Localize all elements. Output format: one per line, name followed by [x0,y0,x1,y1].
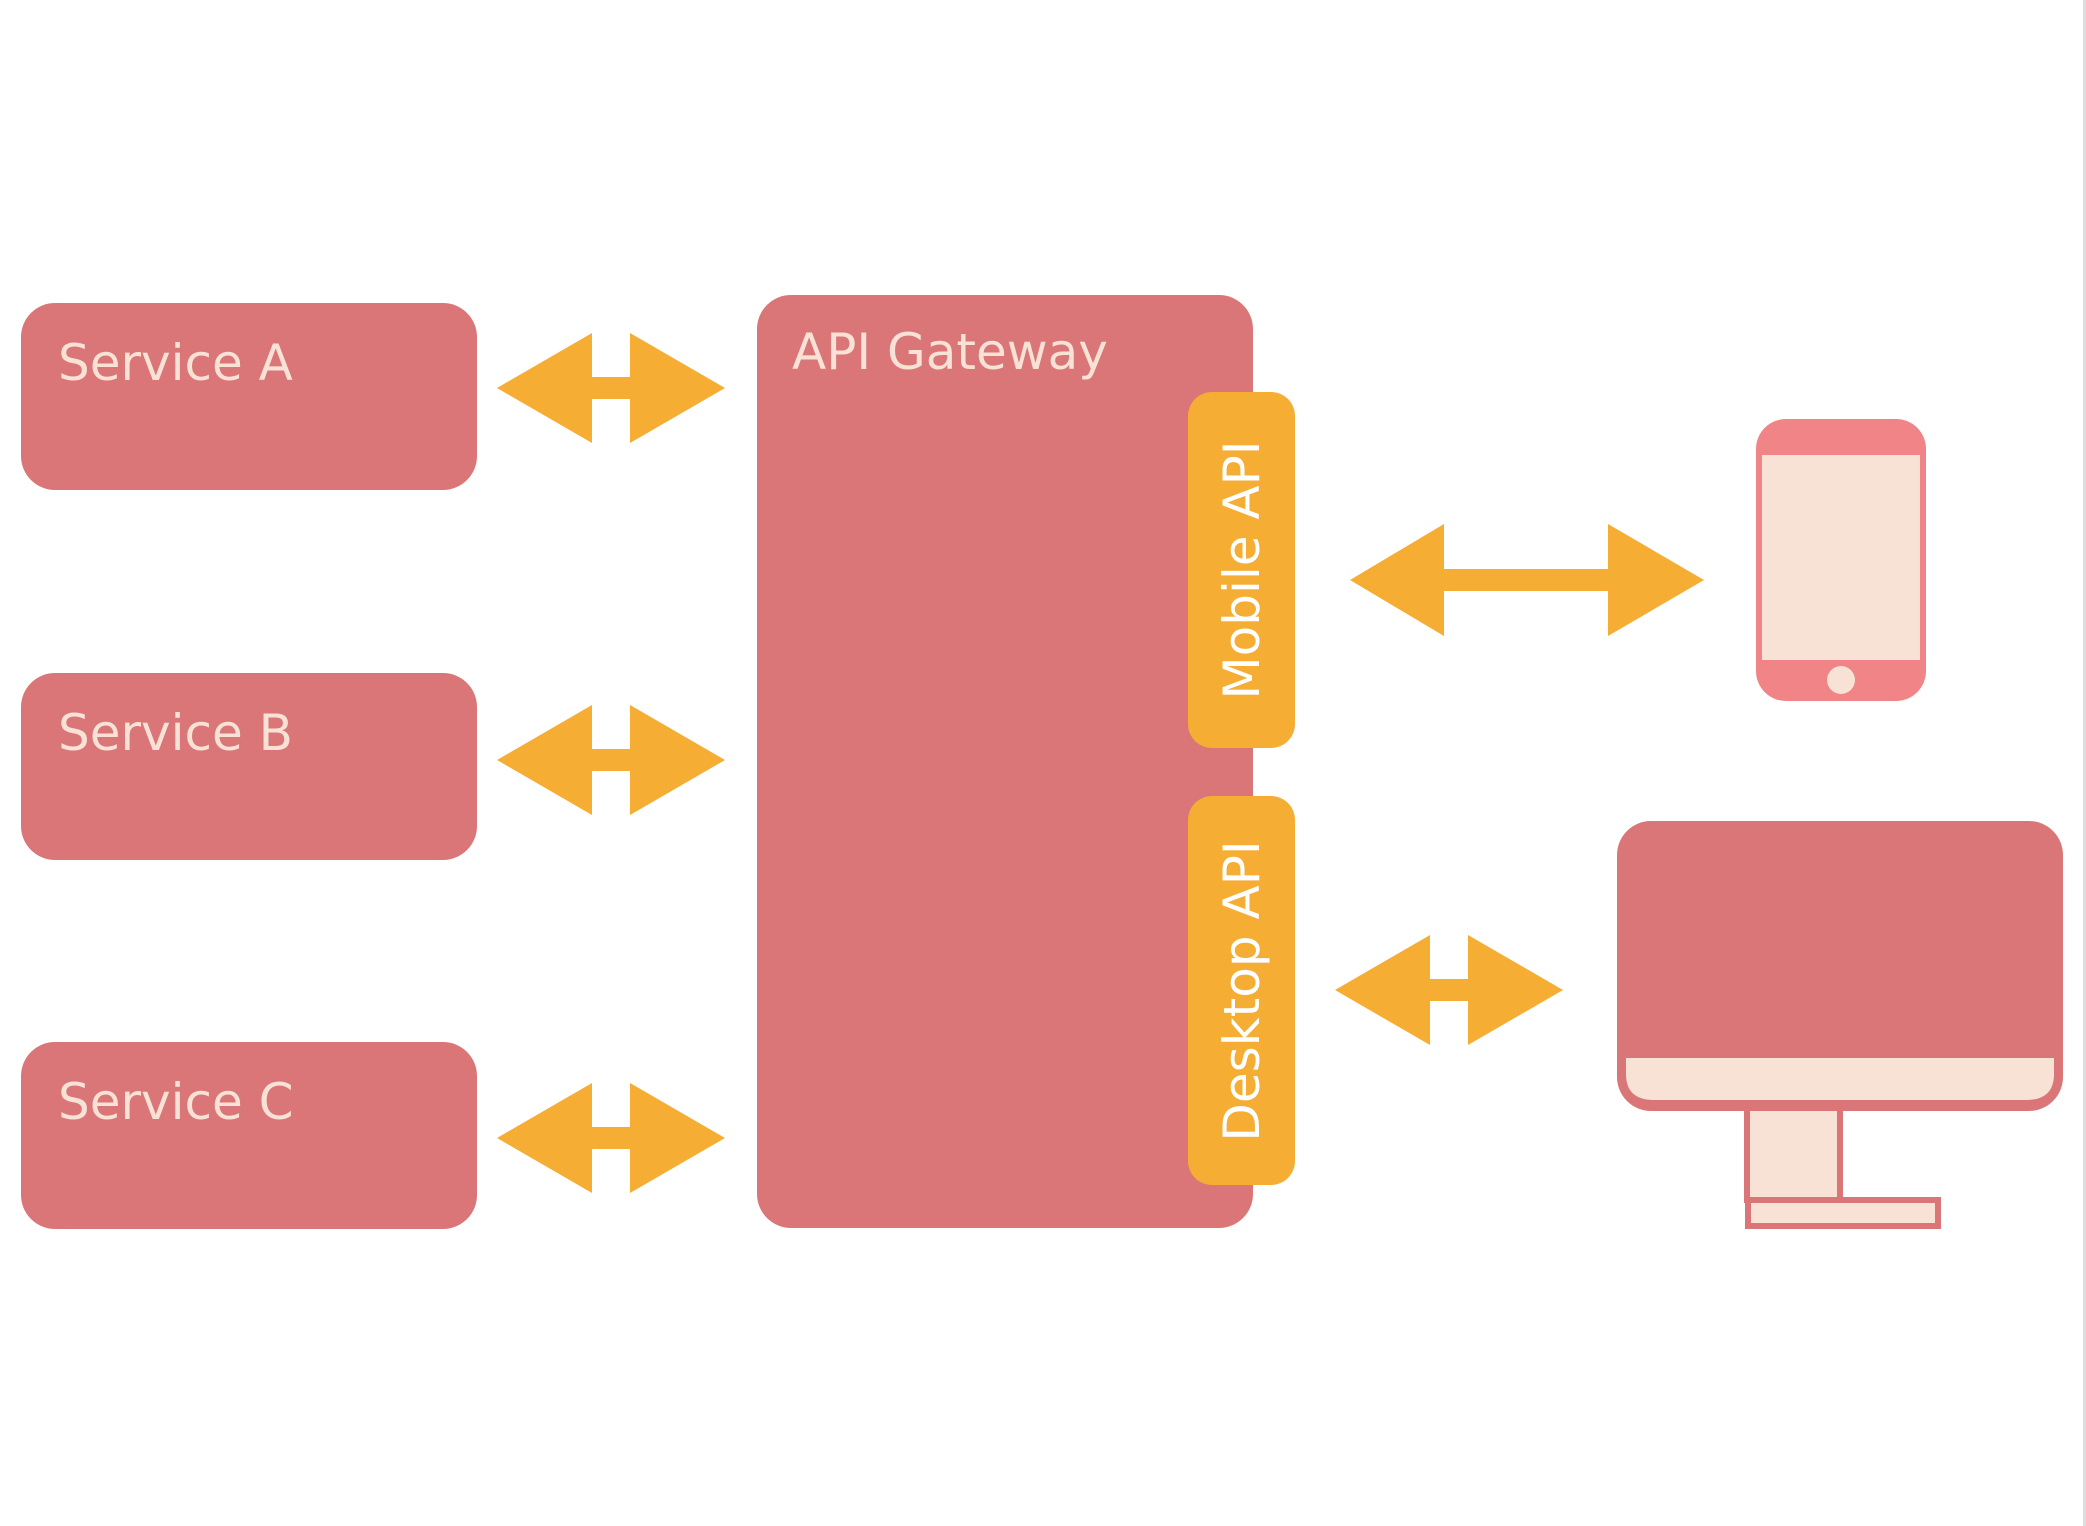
desktop-api-tab: Desktop API [1188,796,1295,1185]
api-gateway-label: API Gateway [792,323,1108,381]
mobile-api-label: Mobile API [1212,440,1271,700]
page-edge-rule [2083,0,2086,1526]
service-b-box: Service B [21,673,477,860]
arrow-desktop-api-monitor [1335,935,1563,1045]
mobile-api-tab: Mobile API [1188,392,1295,748]
service-a-label: Service A [58,334,293,392]
service-c-label: Service C [58,1073,294,1131]
arrow-mobile-api-phone [1350,524,1704,636]
mobile-phone-icon [1756,419,1926,701]
arrow-service-a-gateway [497,333,725,443]
service-b-label: Service B [58,704,293,762]
service-c-box: Service C [21,1042,477,1229]
desktop-api-label: Desktop API [1212,839,1271,1142]
service-a-box: Service A [21,303,477,490]
arrow-service-b-gateway [497,705,725,815]
api-gateway-box: API Gateway [757,295,1253,1228]
arrow-service-c-gateway [497,1083,725,1193]
desktop-monitor-icon [1617,821,2063,1229]
